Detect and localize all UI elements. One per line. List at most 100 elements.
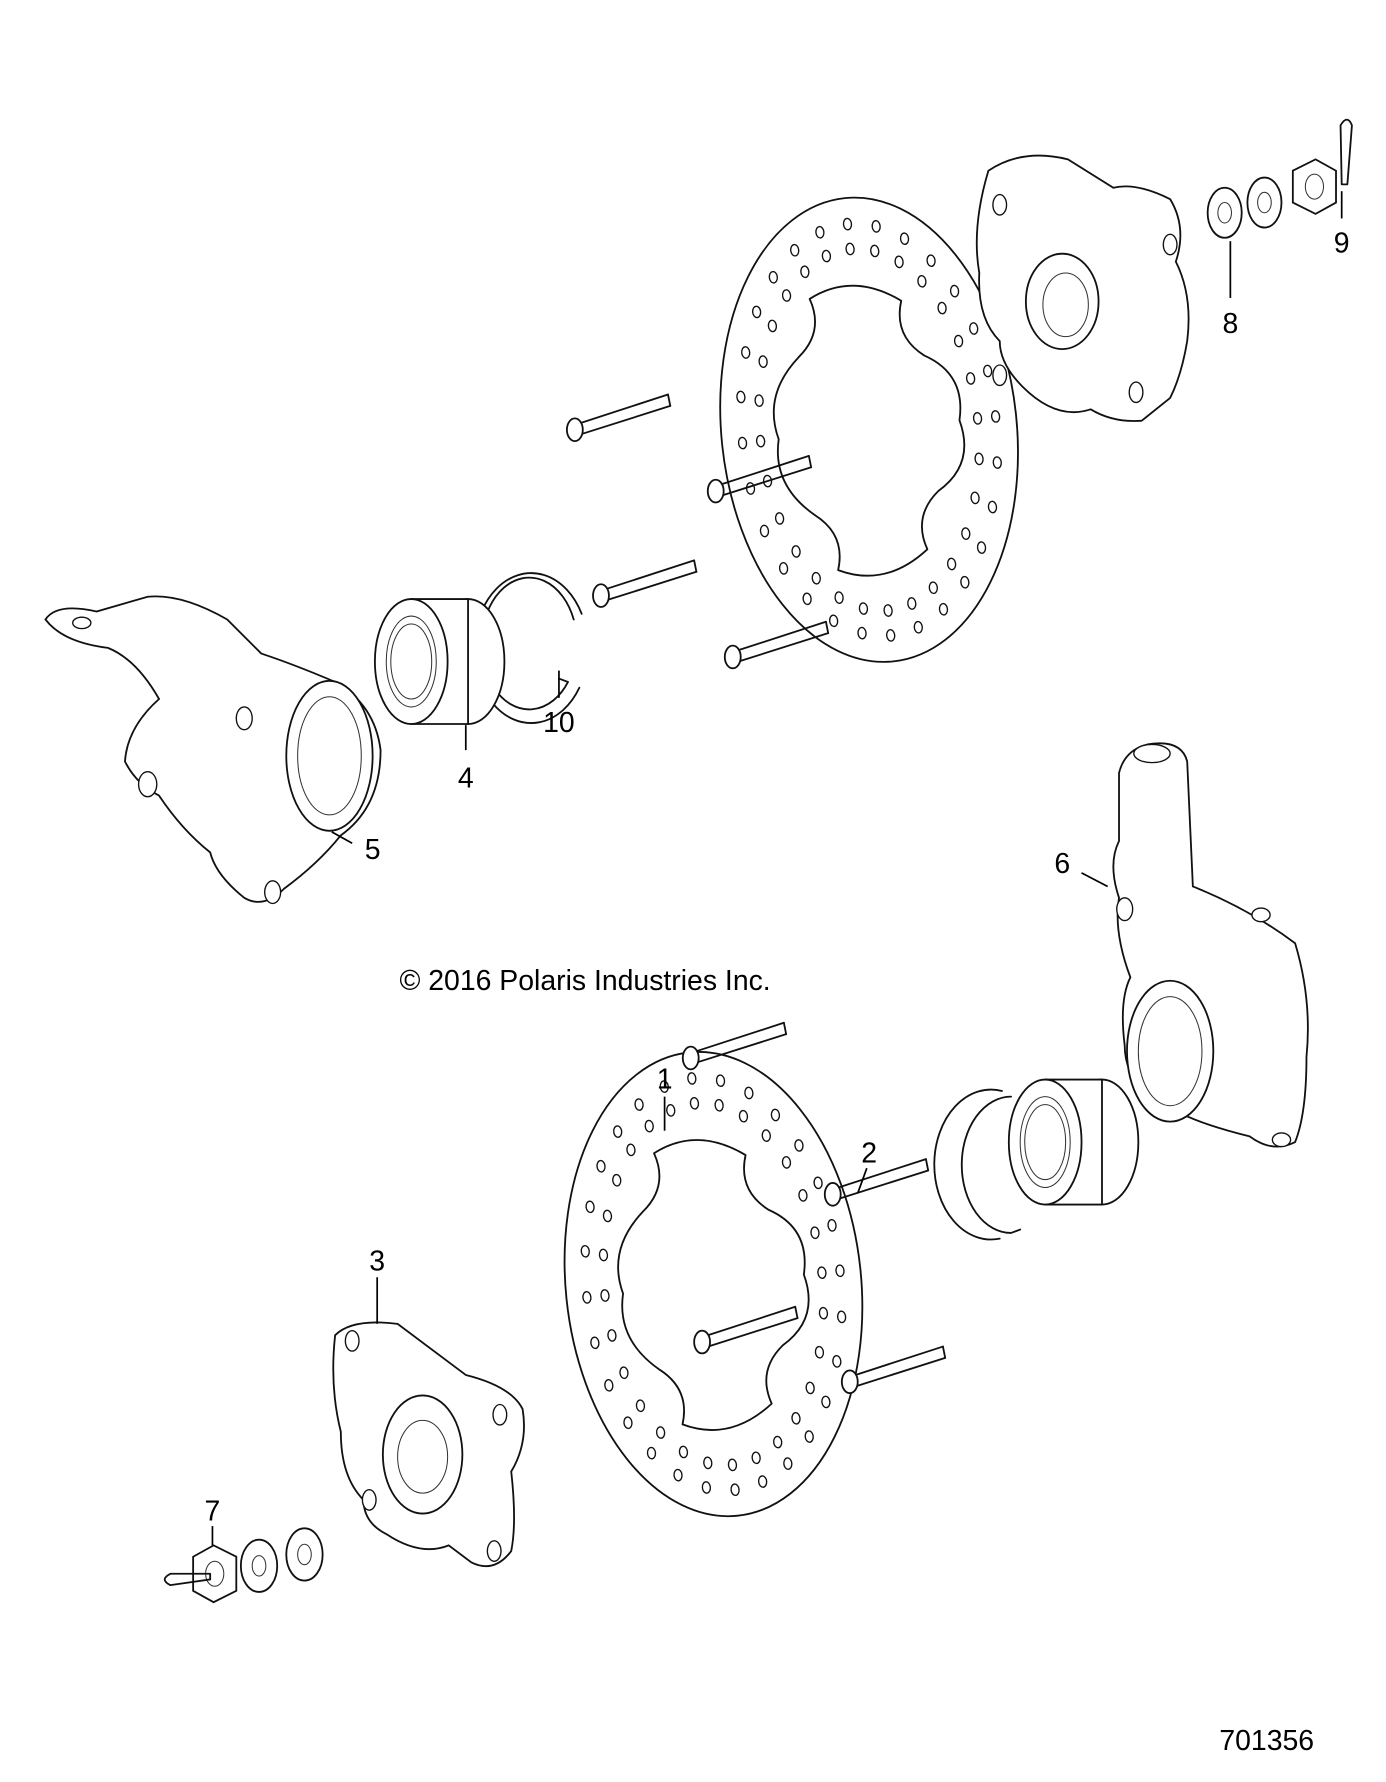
disc-drill-hole bbox=[970, 491, 980, 505]
callout-5: 5 bbox=[365, 834, 381, 866]
disc-drill-hole bbox=[738, 1109, 749, 1123]
disc-drill-hole bbox=[598, 1248, 609, 1262]
bottom-bearing bbox=[1007, 1078, 1140, 1206]
disc-drill-hole bbox=[714, 1098, 724, 1112]
disc-drill-hole bbox=[798, 1189, 808, 1202]
disc-drill-hole bbox=[990, 410, 1001, 423]
disc-drill-hole bbox=[744, 1086, 754, 1100]
disc-drill-hole bbox=[917, 274, 927, 288]
top-cotter-pin bbox=[1339, 118, 1353, 186]
disc-drill-hole bbox=[886, 629, 896, 642]
disc-drill-hole bbox=[821, 1395, 831, 1409]
disc-drill-hole bbox=[832, 1355, 842, 1368]
disc-drill-hole bbox=[585, 1200, 595, 1214]
disc-drill-hole bbox=[828, 614, 839, 628]
disc-drill-hole bbox=[757, 1475, 768, 1488]
disc-drill-hole bbox=[755, 434, 766, 448]
disc-drill-hole bbox=[834, 591, 844, 604]
disc-drill-hole bbox=[596, 1159, 606, 1173]
disc-drill-hole bbox=[800, 265, 810, 279]
disc-drill-hole bbox=[987, 500, 998, 514]
bottom-washers bbox=[239, 1527, 324, 1593]
disc-drill-hole bbox=[580, 1244, 590, 1258]
disc-drill-hole bbox=[703, 1456, 713, 1470]
disc-drill-hole bbox=[745, 482, 756, 495]
callout-8: 8 bbox=[1222, 308, 1238, 340]
disc-drill-hole bbox=[774, 512, 785, 525]
disc-drill-hole bbox=[604, 1378, 614, 1392]
disc-drill-hole bbox=[623, 1416, 633, 1430]
disc-drill-hole bbox=[976, 541, 987, 554]
disc-drill-hole bbox=[626, 1143, 636, 1157]
callout-3: 3 bbox=[369, 1245, 385, 1277]
copyright-notice: © 2016 Polaris Industries Inc. bbox=[399, 965, 770, 997]
top-wheel-hub bbox=[975, 154, 1190, 422]
disc-drill-hole bbox=[687, 1072, 697, 1085]
disc-drill-hole bbox=[600, 1289, 610, 1302]
disc-drill-hole bbox=[759, 524, 770, 538]
disc-drill-hole bbox=[842, 217, 853, 231]
disc-drill-hole bbox=[818, 1306, 829, 1320]
disc-drill-hole bbox=[737, 436, 748, 450]
bottom-brake-disc bbox=[541, 1036, 886, 1533]
disc-drill-hole bbox=[858, 602, 869, 615]
disc-drill-hole bbox=[953, 334, 964, 348]
disc-drill-hole bbox=[781, 1156, 792, 1169]
disc-drill-hole bbox=[655, 1426, 666, 1439]
disc-drill-hole bbox=[817, 1266, 827, 1280]
disc-drill-hole bbox=[736, 390, 746, 404]
bottom-steering-knuckle bbox=[1112, 742, 1309, 1148]
disc-drill-hole bbox=[791, 545, 801, 558]
callout-9: 9 bbox=[1334, 228, 1350, 260]
disc-drill-hole bbox=[646, 1446, 657, 1460]
disc-drill-hole bbox=[778, 562, 789, 575]
disc-drill-hole bbox=[974, 452, 984, 466]
disc-drill-hole bbox=[644, 1119, 654, 1133]
disc-drill-hole bbox=[907, 597, 917, 610]
disc-drill-hole bbox=[754, 394, 764, 407]
disc-drill-hole bbox=[659, 1080, 669, 1093]
disc-drill-hole bbox=[814, 1345, 825, 1359]
disc-drill-hole bbox=[758, 355, 768, 368]
disc-drill-hole bbox=[992, 456, 1002, 469]
disc-drill-hole bbox=[791, 1411, 801, 1425]
disc-drill-hole bbox=[666, 1104, 676, 1117]
disc-drill-hole bbox=[783, 1457, 793, 1470]
top-bearing bbox=[373, 598, 506, 725]
disc-drill-hole bbox=[937, 301, 947, 315]
top-washers bbox=[1206, 176, 1283, 239]
disc-drill-hole bbox=[612, 1173, 622, 1187]
disc-drill-hole bbox=[781, 289, 792, 302]
callouts: 1 2 3 4 5 6 7 8 9 10 bbox=[205, 191, 1350, 1546]
callout-1: 1 bbox=[657, 1064, 673, 1096]
disc-drill-hole bbox=[845, 242, 855, 256]
disc-drill-hole bbox=[602, 1209, 613, 1223]
disc-drill-hole bbox=[582, 1291, 592, 1304]
disc-drill-hole bbox=[821, 249, 832, 263]
disc-drill-hole bbox=[741, 346, 751, 359]
disc-drill-hole bbox=[827, 1219, 837, 1232]
disc-drill-hole bbox=[811, 571, 821, 585]
callout-10: 10 bbox=[543, 707, 575, 739]
disc-drill-hole bbox=[607, 1329, 617, 1342]
disc-drill-hole bbox=[773, 1435, 783, 1449]
disc-drill-hole bbox=[635, 1399, 646, 1413]
disc-drill-hole bbox=[810, 1226, 820, 1240]
callout-7: 7 bbox=[205, 1495, 221, 1527]
disc-drill-hole bbox=[751, 305, 762, 319]
disc-drill-hole bbox=[761, 1129, 771, 1142]
disc-drill-hole bbox=[701, 1481, 712, 1494]
disc-drill-hole bbox=[928, 581, 939, 595]
callout-2: 2 bbox=[861, 1138, 877, 1170]
disc-drill-hole bbox=[805, 1381, 815, 1395]
bottom-wheel-hub bbox=[332, 1321, 525, 1568]
bottom-retaining-ring bbox=[933, 1088, 1022, 1241]
disc-drill-hole bbox=[815, 225, 825, 239]
top-castle-nut bbox=[1291, 158, 1337, 215]
disc-drill-hole bbox=[689, 1096, 700, 1110]
disc-drill-hole bbox=[802, 592, 812, 606]
disc-drill-hole bbox=[871, 220, 881, 233]
disc-drill-hole bbox=[715, 1074, 726, 1088]
disc-drill-hole bbox=[790, 243, 800, 257]
